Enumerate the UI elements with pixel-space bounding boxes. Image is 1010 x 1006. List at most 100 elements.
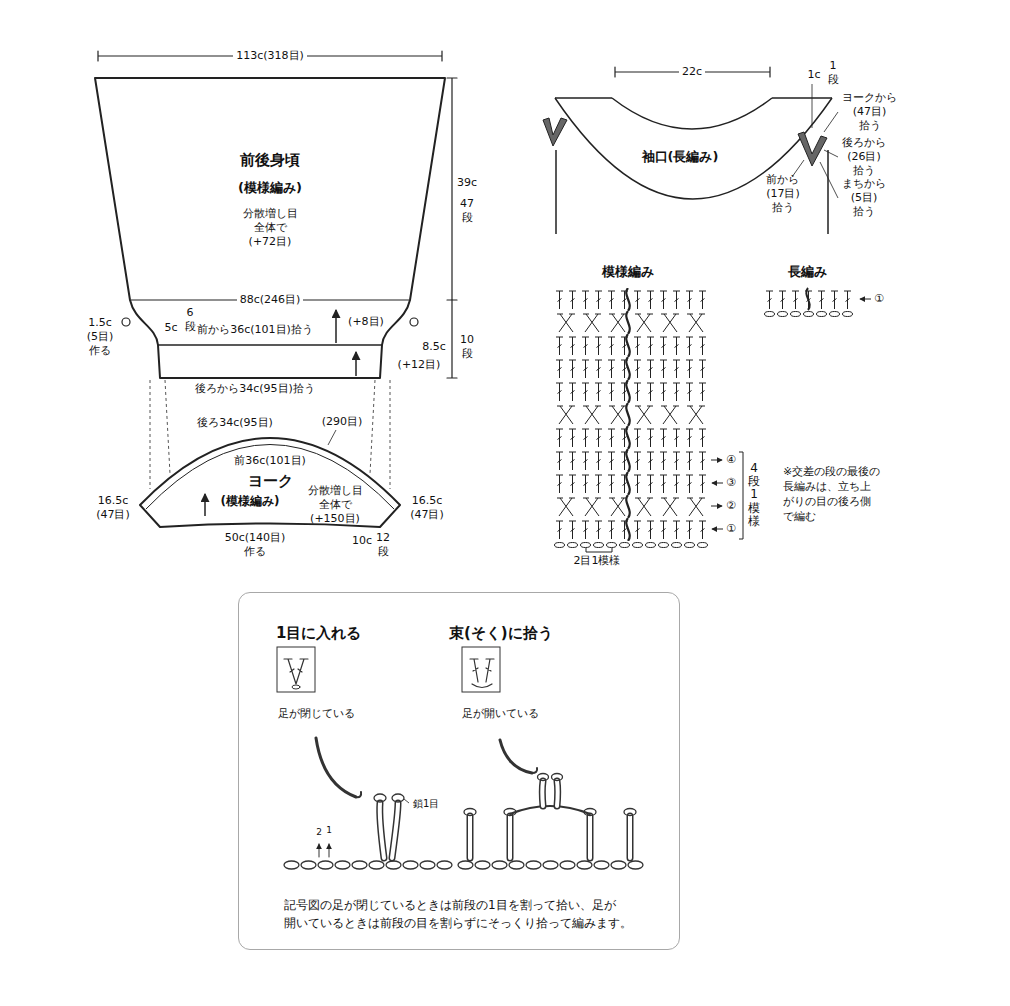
stitch-illustration bbox=[542, 781, 558, 806]
dimension-label: 模様編み bbox=[602, 264, 654, 280]
stitch-illustration bbox=[392, 803, 398, 858]
increase-arrow bbox=[335, 310, 337, 343]
stitch-chart bbox=[622, 288, 634, 541]
stitch-illustration bbox=[316, 738, 356, 797]
stitch-illustration bbox=[538, 774, 549, 781]
outline-path bbox=[95, 78, 445, 378]
leader-line bbox=[824, 112, 838, 132]
dimension-label: 88c(246目) bbox=[237, 293, 304, 307]
dimension-label: まちから (5目)拾う bbox=[842, 177, 886, 218]
dimension-label: ヨークから (47目)拾う bbox=[842, 91, 897, 132]
stitch-illustration bbox=[283, 860, 453, 870]
stitch-illustration bbox=[292, 685, 300, 689]
dimension-label: 10 段 bbox=[460, 333, 474, 361]
dimension-label: 22c bbox=[679, 65, 705, 79]
dimension-label: 16.5c (47目) bbox=[410, 494, 444, 522]
dimension-label: 10c bbox=[352, 534, 372, 548]
leader-line bbox=[824, 150, 838, 157]
join-line bbox=[165, 380, 170, 474]
join-line bbox=[370, 380, 375, 474]
shape-text: (模様編み) bbox=[238, 180, 302, 196]
dimension-label: 前36c(101目) bbox=[234, 454, 306, 468]
dimension-label: 8.5c bbox=[422, 340, 446, 354]
dimension-label: 前から36c(101目)拾う bbox=[197, 323, 313, 337]
dimension-label: 47 段 bbox=[460, 197, 474, 225]
leader-line bbox=[812, 84, 813, 128]
stitch-illustration bbox=[319, 844, 320, 857]
shape-text: 鎖1目 bbox=[413, 798, 439, 811]
dimension-label: 1c bbox=[807, 68, 820, 82]
dimension-label: ③ bbox=[726, 476, 736, 490]
dimension-label: ① bbox=[874, 292, 884, 306]
shape-text: 分散増し目 全体で(+150目) bbox=[308, 484, 363, 525]
stitch-illustration bbox=[380, 803, 384, 858]
shape-text: 1 bbox=[326, 825, 332, 836]
outline-path bbox=[146, 445, 394, 510]
armhole-mark bbox=[410, 318, 418, 326]
dimension-label: ※交差の段の最後の 長編みは、立ち上 がりの目の後ろ側 で編む bbox=[783, 465, 885, 524]
shape-text: 足が閉じている bbox=[278, 707, 355, 721]
shape-text: 袖口(長編み) bbox=[642, 149, 719, 165]
dimension-lines bbox=[447, 300, 457, 378]
stitch-illustration bbox=[392, 803, 398, 858]
outline-path bbox=[798, 132, 827, 166]
stitch-illustration bbox=[392, 794, 404, 802]
stitch-illustration bbox=[277, 647, 315, 692]
dimension-label: 12 段 bbox=[376, 531, 390, 559]
shape-text: 足が開いている bbox=[462, 707, 539, 721]
dimension-label: 2目1模様 bbox=[574, 554, 621, 568]
stitch-illustration bbox=[532, 768, 537, 773]
row-arrow bbox=[860, 299, 871, 300]
stitch-illustration bbox=[552, 774, 563, 781]
join-line bbox=[390, 380, 391, 489]
stitch-illustration bbox=[284, 659, 308, 684]
dimension-label: ④ bbox=[726, 453, 736, 467]
dimension-label: ② bbox=[726, 499, 736, 513]
row-arrow bbox=[586, 299, 871, 552]
row-arrow bbox=[586, 548, 612, 552]
outline-path bbox=[140, 438, 400, 527]
stitch-chart bbox=[553, 541, 709, 549]
dimension-label: 113c(318目) bbox=[233, 49, 307, 63]
shape-text: 1目に入れる bbox=[276, 624, 361, 643]
dimension-label: ① bbox=[726, 522, 736, 536]
dimension-label: 1.5c (5目) 作る bbox=[87, 316, 114, 357]
row-arrow bbox=[739, 452, 743, 539]
dimension-label: (290目) bbox=[322, 415, 363, 429]
dimension-label: 前から (17目)拾う bbox=[766, 173, 800, 214]
stitch-illustration bbox=[380, 803, 384, 858]
outline-path bbox=[555, 97, 832, 99]
leader-line bbox=[328, 84, 838, 803]
dimension-label: 4段1模様 bbox=[748, 462, 760, 528]
dimension-label: 50c(140目) 作る bbox=[225, 531, 286, 559]
dimension-lines bbox=[98, 51, 770, 378]
stitch-illustration bbox=[470, 659, 494, 682]
shape-text: ヨーク bbox=[248, 472, 293, 491]
stitch-illustration bbox=[500, 740, 532, 773]
outline-path bbox=[158, 344, 382, 346]
row-arrow bbox=[712, 483, 723, 484]
stitch-illustration bbox=[510, 806, 590, 814]
dimension-label: 5c bbox=[164, 321, 177, 335]
stitch-illustration bbox=[277, 647, 644, 870]
shape-text: 2 bbox=[316, 827, 322, 838]
dimension-label: (+12目) bbox=[398, 358, 441, 372]
stitch-illustration bbox=[464, 809, 476, 816]
dimension-label: 1 段 bbox=[828, 59, 839, 87]
leader-line bbox=[820, 162, 838, 198]
stitch-illustration bbox=[329, 844, 330, 857]
outline-path bbox=[543, 118, 567, 146]
dimension-label: (+8目) bbox=[348, 315, 384, 329]
shape-text: 記号図の足が閉じているときは前段の1目を割って拾い、足が 開いているときは前段の… bbox=[284, 896, 639, 932]
dimension-lines bbox=[447, 78, 457, 300]
row-arrow bbox=[711, 506, 722, 507]
stitch-chart bbox=[806, 288, 809, 310]
dimension-label: 後ろ34c(95目) bbox=[197, 416, 273, 430]
dimension-label: 後ろから34c(95目)拾う bbox=[195, 382, 315, 396]
row-arrow bbox=[712, 529, 723, 530]
note-box: 1目に入れる束(そく)に拾う足が閉じている足が開いている鎖1目21記号図の足が閉… bbox=[238, 592, 680, 950]
dimension-label: 16.5c (47目) bbox=[96, 494, 130, 522]
stitch-illustration bbox=[356, 792, 361, 797]
cuff-outline: 袖口(長編み) bbox=[535, 88, 840, 238]
stitch-illustration bbox=[470, 816, 630, 858]
